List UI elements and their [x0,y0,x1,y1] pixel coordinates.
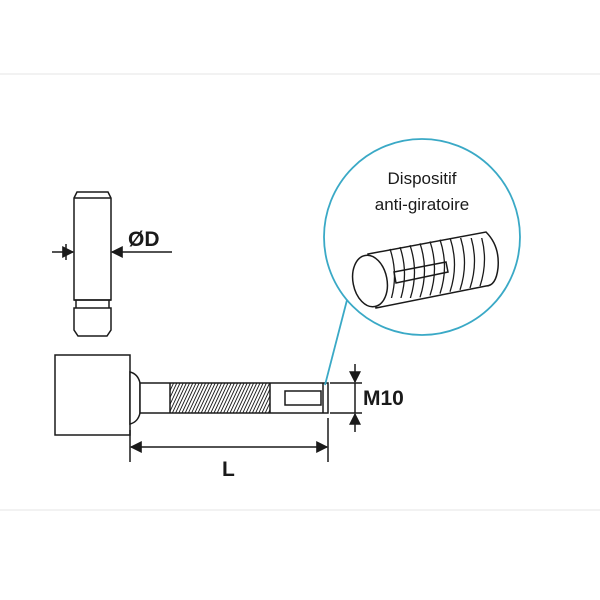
thread-hatch-line [213,383,229,413]
thread-hatch-line [170,383,181,406]
thread-hatch-line [210,383,226,413]
thread-hatch-line [207,383,223,413]
thread-hatch-line [264,401,270,413]
thread-hatch-line [184,383,200,413]
cylinder-ring [459,238,466,291]
thread-hatch-line [170,383,175,392]
cylinder-ring [409,244,416,298]
thread-hatch-line [194,383,210,413]
cylinder-ring [439,239,446,294]
bolt-thread [170,383,270,413]
bolt-head-block [54,354,131,436]
pin [73,191,112,337]
cylinder-ring [449,238,456,292]
thread-hatch-line [226,383,242,413]
length-label: L [222,458,235,481]
thread-hatch-line [245,383,261,413]
thread-hatch-line [170,383,184,413]
callout-leader [324,299,348,386]
thread-hatch-line [223,383,239,413]
thread-hatch-line [191,383,207,413]
cylinder-end-face [351,254,389,308]
diameter-dimension [52,244,172,260]
cylinder-ring [399,246,406,298]
length-dimension [129,418,329,462]
cylinder-ring [479,238,486,287]
thread-hatch-line [175,383,191,413]
callout-title-line-2: anti-giratoire [375,195,470,214]
thread-hatch-line [232,383,248,413]
diameter-label: ØD [128,228,160,251]
cylinder-ring [419,243,426,298]
thread-hatch-line [261,394,270,413]
thread-hatch-line [170,383,178,399]
thread-hatch-line [216,383,232,413]
thread-hatch-line [171,383,187,413]
thread-hatch-line [255,383,270,413]
cylinder-thread [389,238,486,298]
bolt [54,354,329,436]
thread-hatch-line [178,383,194,413]
thread-hatch-line [187,383,203,413]
thread-hatch-line [251,383,267,413]
thread-hatch-line [197,383,213,413]
thread-hatch-line [242,383,258,413]
cylinder-ring [389,248,396,298]
thread-dimension [330,364,362,432]
pin-tip [73,307,112,337]
pin-body [73,191,112,301]
bolt-collar [129,371,141,425]
thread-hatch-line [219,383,235,413]
thread-hatch-line [229,383,245,413]
thread-hatch-line [239,383,255,413]
thread-hatch-line [258,387,270,413]
thread-hatch-line [235,383,251,413]
bolt-slot [284,390,322,406]
thread-hatch-line [181,383,197,413]
cylinder-ring [469,238,476,289]
cylinder-ring [429,241,436,296]
thread-hatch-line [200,383,216,413]
thread-hatch-line [248,383,264,413]
thread-label: M10 [363,387,404,410]
callout-title-line-1: Dispositif [388,169,457,188]
thread-hatch-line [203,383,219,413]
